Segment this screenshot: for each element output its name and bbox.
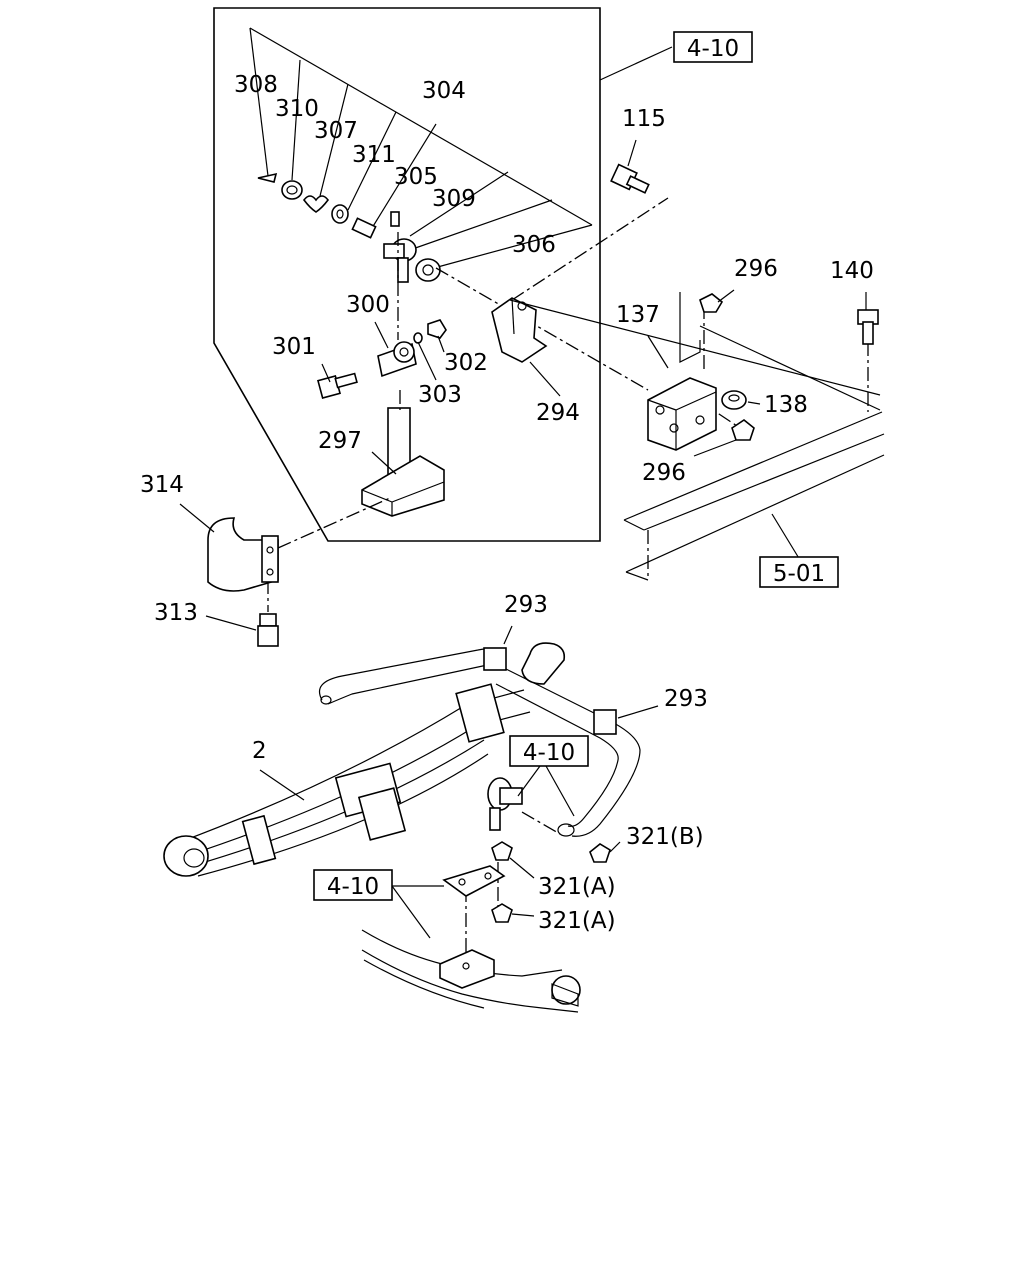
label-305: 305 [394,164,438,190]
label-301: 301 [272,334,316,360]
part-leaders [321,321,445,475]
ref-frame: 5-01 [773,561,825,587]
ref-top: 4-10 [687,36,739,62]
leader-lines [249,27,673,269]
label-309: 309 [432,186,476,212]
ref-box-mid [509,735,589,767]
label-296-top: 296 [734,256,778,282]
label-304: 304 [422,78,466,104]
ref-low: 4-10 [327,874,379,900]
detail-inset-frame [213,7,601,542]
label-138: 138 [764,392,808,418]
label-140: 140 [830,258,874,284]
label-302: 302 [444,350,488,376]
ref-box-low [313,869,393,901]
label-321b: 321(B) [626,824,704,850]
bracket-294 [491,297,548,363]
label-115: 115 [622,106,666,132]
label-314: 314 [140,472,184,498]
stabilizer-link [487,765,621,923]
ref-mid: 4-10 [523,740,575,766]
label-297: 297 [318,428,362,454]
label-321a-bottom: 321(A) [538,908,616,934]
bracket-314 [179,503,279,647]
label-2: 2 [252,738,267,764]
label-310: 310 [275,96,319,122]
label-313: 313 [154,600,198,626]
part-labels: 308 310 304 307 311 305 309 306 300 301 … [140,72,874,934]
ref-box-frame [759,556,839,588]
label-294: 294 [536,400,580,426]
fasteners [610,139,879,457]
label-296-bottom: 296 [642,460,686,486]
label-311: 311 [352,142,396,168]
front-axle [361,865,581,1013]
frame-bracket-137 [509,292,885,581]
label-306: 306 [512,232,556,258]
ref-box-top [673,31,753,63]
leaf-spring [163,683,531,877]
linkage-parts [257,172,447,517]
label-293-top: 293 [504,592,548,618]
assembly-lines [267,197,869,968]
label-307: 307 [314,118,358,144]
label-308: 308 [234,72,278,98]
label-300: 300 [346,292,390,318]
stabilizer-bar [318,625,659,837]
label-293-right: 293 [664,686,708,712]
label-303: 303 [418,382,462,408]
label-137: 137 [616,302,660,328]
label-321a-top: 321(A) [538,874,616,900]
